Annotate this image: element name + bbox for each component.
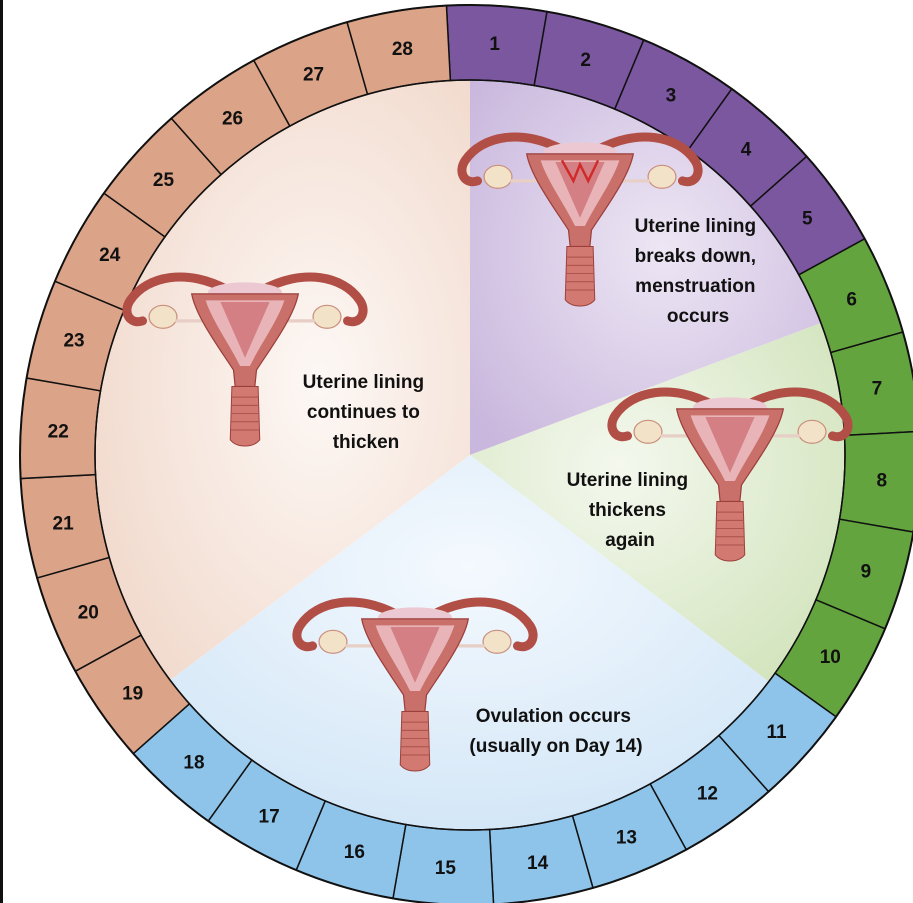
- day-label-3: 3: [666, 86, 677, 107]
- day-label-28: 28: [392, 39, 413, 60]
- day-label-19: 19: [122, 683, 143, 704]
- day-label-14: 14: [527, 853, 549, 874]
- day-label-1: 1: [489, 34, 500, 55]
- day-label-8: 8: [876, 471, 887, 492]
- day-label-9: 9: [861, 562, 872, 583]
- day-label-7: 7: [872, 378, 883, 399]
- day-label-5: 5: [802, 209, 813, 230]
- day-label-2: 2: [580, 50, 591, 71]
- day-label-21: 21: [53, 514, 75, 535]
- day-label-6: 6: [846, 290, 857, 311]
- day-label-4: 4: [741, 139, 752, 160]
- day-label-17: 17: [259, 806, 280, 827]
- day-label-16: 16: [344, 842, 365, 863]
- day-label-27: 27: [303, 64, 324, 85]
- day-label-11: 11: [767, 722, 788, 743]
- day-label-24: 24: [99, 245, 121, 266]
- day-label-20: 20: [78, 602, 99, 623]
- day-label-26: 26: [222, 109, 243, 130]
- day-label-18: 18: [183, 753, 204, 774]
- day-label-15: 15: [435, 858, 457, 879]
- day-label-13: 13: [616, 828, 637, 849]
- day-label-22: 22: [48, 421, 69, 442]
- day-label-12: 12: [697, 783, 718, 804]
- day-label-23: 23: [63, 330, 84, 351]
- day-label-10: 10: [820, 647, 841, 668]
- day-label-25: 25: [153, 170, 175, 191]
